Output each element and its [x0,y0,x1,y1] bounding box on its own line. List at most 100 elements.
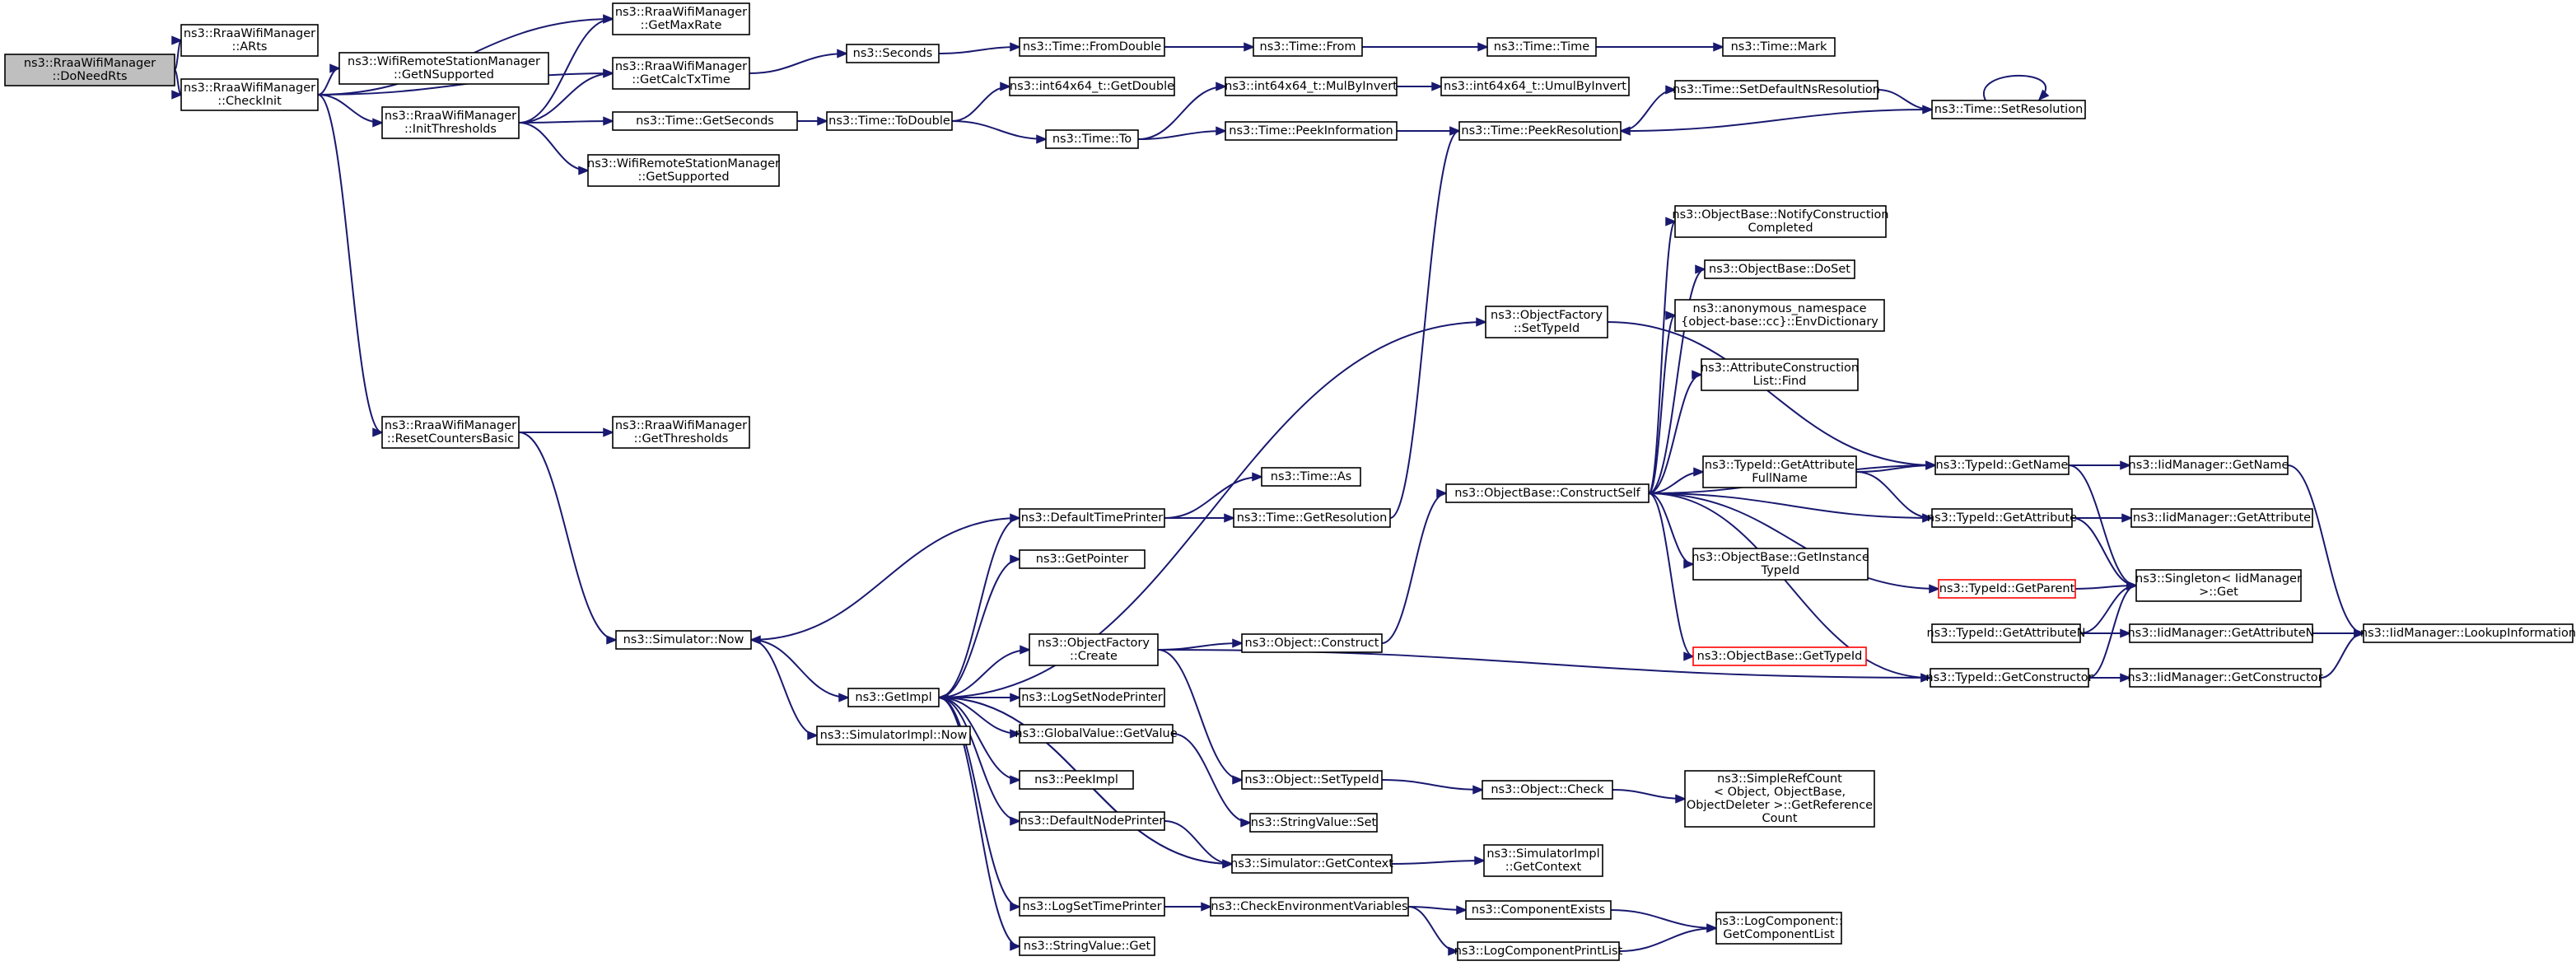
graph-node[interactable]: ns3::RraaWifiManager::GetCalcTxTime [612,57,750,90]
node-box [338,52,549,85]
graph-node[interactable]: ns3::IidManager::LookupInformation [2360,623,2576,643]
graph-node[interactable]: ns3::TypeId::GetParent [1938,579,2076,599]
graph-node[interactable]: ns3::SimulatorImpl::Now [816,726,971,745]
graph-node[interactable]: ns3::LogComponentPrintList [1454,941,1623,961]
node-box [381,106,520,139]
graph-node[interactable]: ns3::IidManager::GetAttributeN [2127,623,2315,643]
node-box [1210,897,1409,917]
graph-edge [1157,638,1244,651]
edge-line [174,69,182,96]
edge-arrowhead [1922,513,1934,523]
graph-node[interactable]: ns3::Time::PeekInformation [1225,121,1398,141]
node-label: ns3::RraaWifiManager [615,60,747,73]
graph-node[interactable]: ns3::RraaWifiManager::InitThresholds [381,106,520,139]
graph-node[interactable]: ns3::Time::Mark [1722,37,1836,57]
graph-node[interactable]: ns3::RraaWifiManager::GetThresholds [612,416,750,449]
graph-node[interactable]: ns3::ObjectFactory::SetTypeId [1485,306,1608,338]
graph-node[interactable]: ns3::TypeId::GetAttributeN [1926,623,2086,643]
edge-arrowhead [2121,513,2133,523]
node-label: ns3::RraaWifiManager [615,419,747,432]
graph-node[interactable]: ns3::PeekImpl [1019,770,1134,790]
graph-node[interactable]: ns3::TypeId::GetAttribute [1927,508,2077,528]
graph-node[interactable]: ns3::Time::ToDouble [826,111,953,131]
node-label: ::CheckInit [217,95,282,108]
graph-node[interactable]: ns3::DefaultTimePrinter [1019,508,1165,528]
graph-node[interactable]: ns3::Time::GetSeconds [612,111,798,131]
graph-node[interactable]: ns3::StringValue::Set [1249,813,1378,833]
graph-node[interactable]: ns3::ObjectBase::DoSet [1704,259,1855,279]
graph-node[interactable]: ns3::RraaWifiManager::GetMaxRate [612,2,750,35]
graph-node[interactable]: ns3::Time::SetResolution [1931,100,2086,119]
graph-node[interactable]: ns3::Time::FromDouble [1019,37,1165,57]
graph-edge [2320,628,2365,679]
graph-node[interactable]: ns3::int64x64_t::MulByInvert [1225,77,1398,96]
graph-node[interactable]: ns3::GetImpl [847,688,940,707]
graph-node[interactable]: ns3::ObjectBase::NotifyConstructionCompl… [1672,205,1889,238]
graph-edge [1648,492,1695,569]
node-label: ::Create [1070,650,1118,663]
graph-node[interactable]: ns3::RraaWifiManager::DoNeedRts [4,54,175,86]
node-label: >::Get [2199,586,2238,599]
node-label: ns3::int64x64_t::GetDouble [1010,80,1174,93]
graph-node[interactable]: ns3::RraaWifiManager::ARts [180,24,319,57]
graph-node[interactable]: ns3::TypeId::GetConstructor [1925,668,2093,688]
graph-node[interactable]: ns3::LogSetNodePrinter [1019,688,1165,707]
graph-node[interactable]: ns3::RraaWifiManager::CheckInit [180,78,319,111]
graph-node[interactable]: ns3::RraaWifiManager::ResetCountersBasic [381,416,520,449]
graph-node[interactable]: ns3::anonymous_namespace{object-base::cc… [1674,299,1885,332]
node-box [2135,569,2302,602]
graph-node[interactable]: ns3::Object::Construct [1241,633,1383,653]
graph-node[interactable]: ns3::TypeId::GetName [1934,455,2070,475]
graph-node[interactable]: ns3::LogComponent::GetComponentList [1715,912,1843,945]
edge-arrowhead [1929,584,1940,594]
graph-node[interactable]: ns3::Time::GetResolution [1233,508,1391,528]
graph-node[interactable]: ns3::Simulator::Now [615,630,752,650]
graph-node[interactable]: ns3::ObjectBase::ConstructSelf [1445,483,1650,503]
node-label: ns3::Singleton< IidManager [2135,572,2302,586]
graph-node[interactable]: ns3::IidManager::GetConstructor [2127,668,2323,688]
graph-node[interactable]: ns3::DefaultNodePrinter [1019,811,1165,831]
graph-node[interactable]: ns3::Singleton< IidManager>::Get [2135,569,2302,602]
graph-node[interactable]: ns3::Object::SetTypeId [1241,770,1383,790]
graph-node[interactable]: ns3::ObjectFactory::Create [1029,633,1159,666]
node-label: ::GetSupported [637,170,729,184]
graph-edge [1982,74,2050,101]
graph-node[interactable]: ns3::GetPointer [1019,549,1146,569]
edge-arrowhead [1665,85,1677,95]
graph-node[interactable]: ns3::WifiRemoteStationManager::GetNSuppo… [338,52,549,85]
node-label: ns3::Object::Construct [1245,637,1379,650]
graph-edge [1648,492,1695,661]
graph-node[interactable]: ns3::Time::Time [1486,37,1597,57]
graph-node[interactable]: ns3::GlobalValue::GetValue [1015,724,1178,744]
graph-node[interactable]: ns3::SimpleRefCount< Object, ObjectBase,… [1684,770,1875,828]
graph-node[interactable]: ns3::Object::Check [1482,780,1613,800]
graph-node[interactable]: ns3::int64x64_t::GetDouble [1009,77,1175,96]
graph-node[interactable]: ns3::IidManager::GetName [2129,455,2289,475]
graph-node[interactable]: ns3::int64x64_t::UmulByInvert [1440,77,1630,96]
edge-arrowhead [2126,581,2138,590]
graph-node[interactable]: ns3::Time::PeekResolution [1458,121,1622,141]
graph-node[interactable]: ns3::CheckEnvironmentVariables [1210,897,1409,917]
graph-node[interactable]: ns3::Time::SetDefaultNsResolution [1673,80,1880,100]
node-box [180,78,319,111]
graph-edge [1381,779,1484,795]
graph-edge [1381,488,1448,644]
graph-node[interactable]: ns3::WifiRemoteStationManager::GetSuppor… [587,154,780,187]
graph-node[interactable]: ns3::Seconds [846,44,940,63]
graph-node[interactable]: ns3::LogSetTimePrinter [1019,897,1165,917]
graph-node[interactable]: ns3::SimulatorImpl::GetContext [1483,844,1603,877]
graph-edge [518,116,614,126]
graph-node[interactable]: ns3::StringValue::Get [1019,936,1155,956]
graph-node[interactable]: ns3::ObjectBase::GetTypeId [1692,646,1867,666]
graph-edge [1648,370,1703,494]
graph-node[interactable]: ns3::Simulator::GetContext [1230,854,1393,874]
graph-node[interactable]: ns3::Time::As [1261,467,1361,487]
node-label: ns3::Time::GetResolution [1237,511,1388,525]
graph-node[interactable]: ns3::IidManager::GetAttribute [2130,508,2313,528]
graph-node[interactable]: ns3::ComponentExists [1465,900,1612,920]
graph-node[interactable]: ns3::Time::To [1045,129,1139,149]
graph-node[interactable]: ns3::Time::From [1253,37,1363,57]
